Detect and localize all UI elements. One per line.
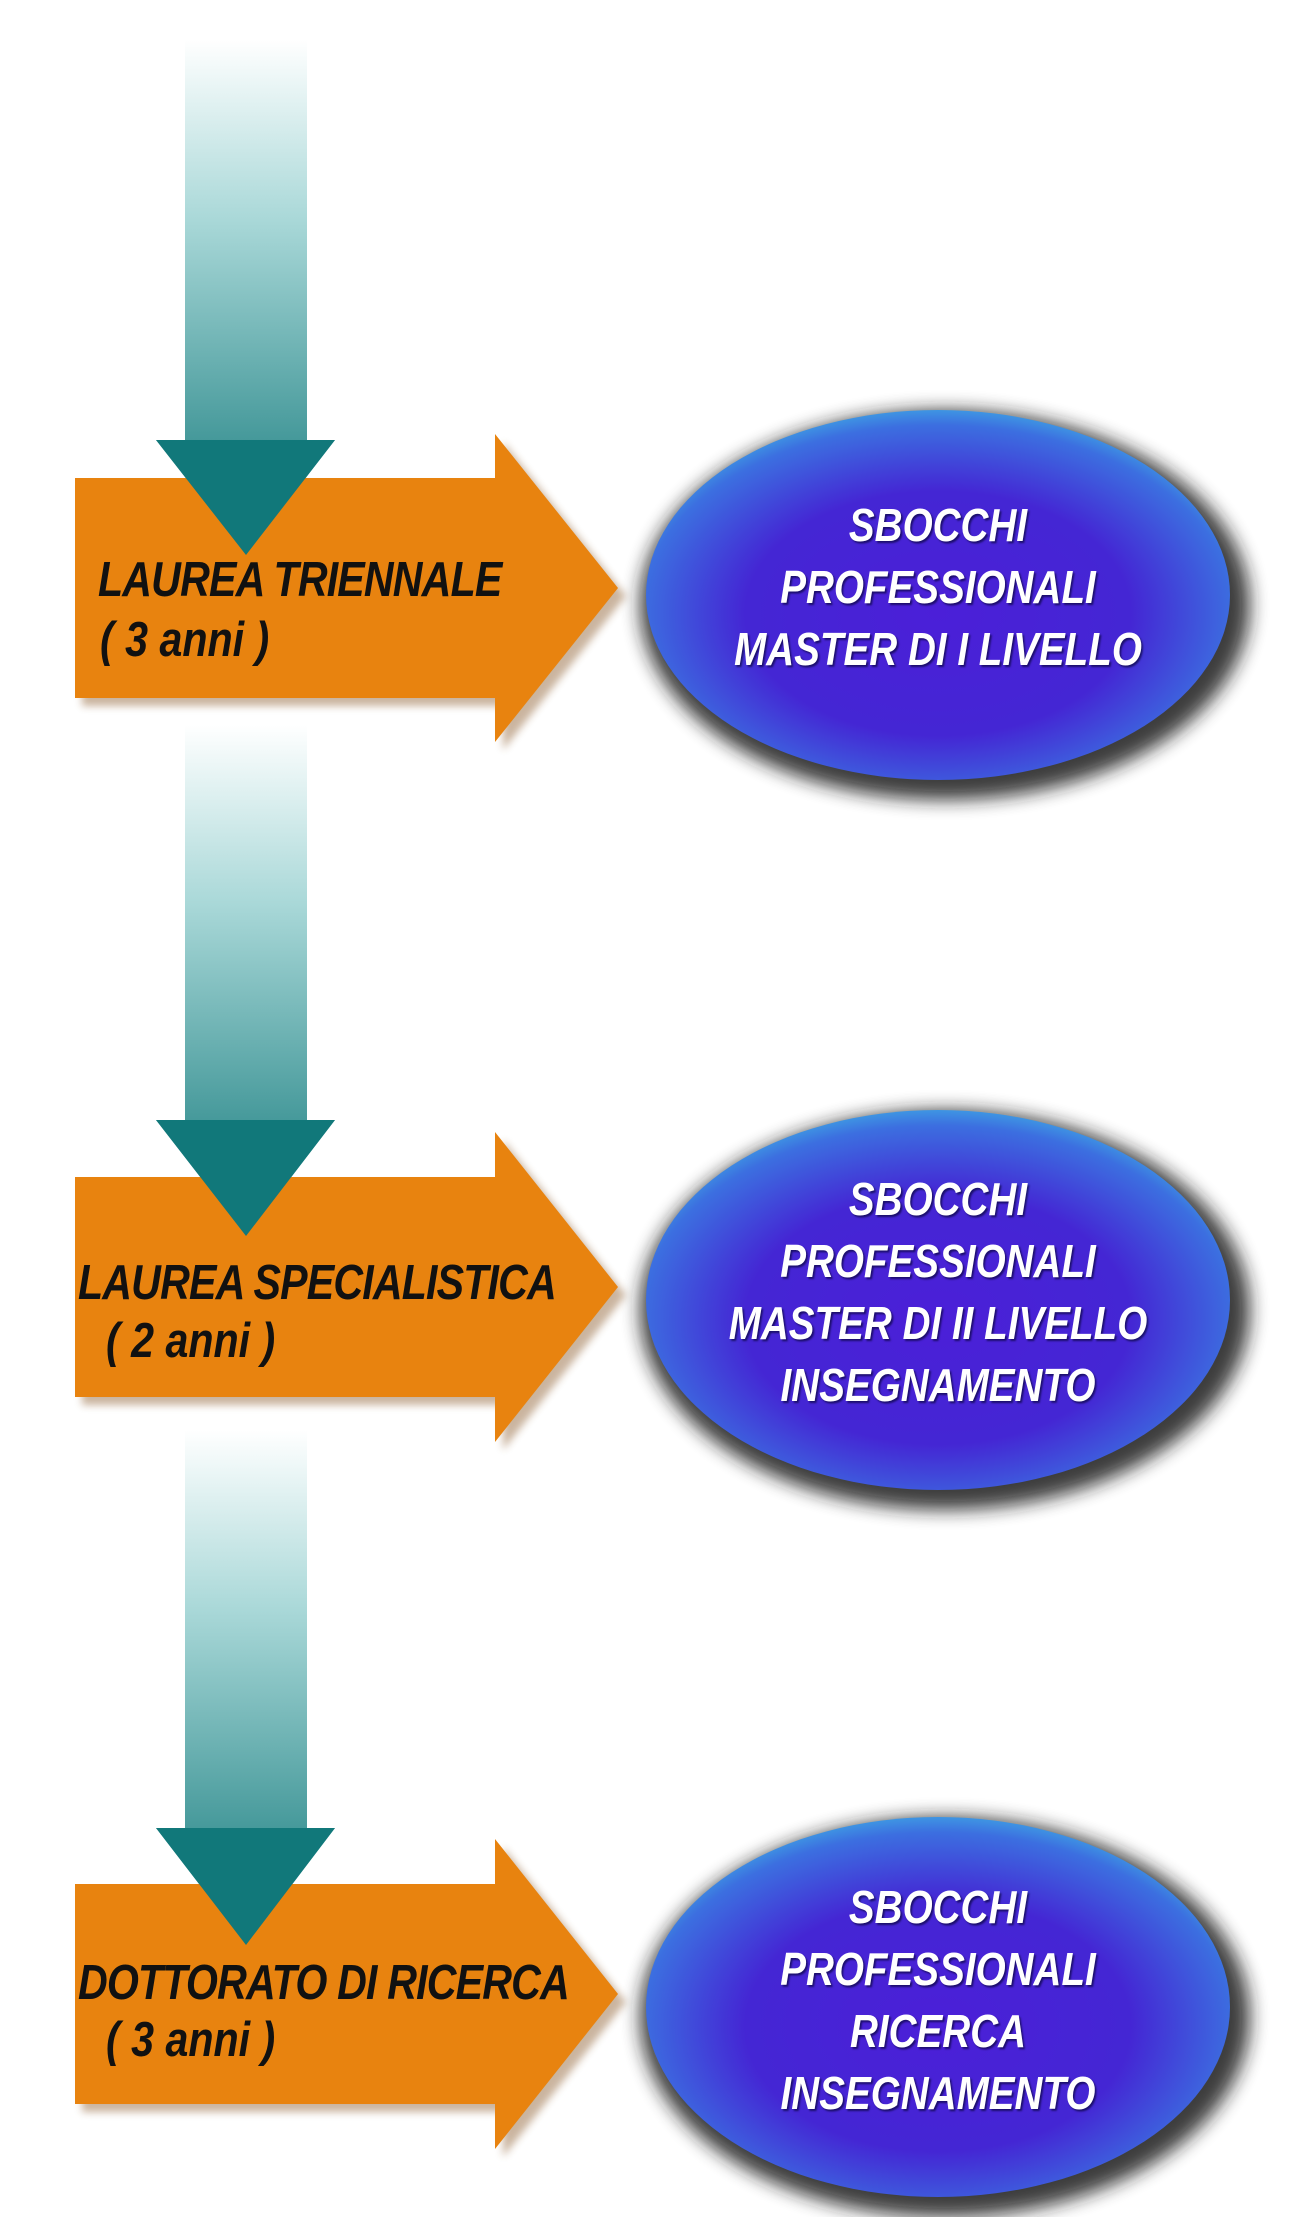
outcome-2-line-4: INSEGNAMENTO — [780, 1359, 1096, 1411]
outcome-oval-1 — [646, 410, 1230, 780]
outcome-3-text: SBOCCHI PROFESSIONALI RICERCA INSEGNAMEN… — [703, 1876, 1173, 2124]
step-1-group — [75, 40, 1250, 800]
step-arrow-2 — [75, 1132, 618, 1442]
outcome-2-line-3: MASTER DI II LIVELLO — [728, 1297, 1148, 1349]
outcome-1-line-1: SBOCCHI — [848, 499, 1028, 551]
step-3-title: DOTTORATO DI RICERCA — [78, 1956, 570, 2010]
outcome-3-line-4: INSEGNAMENTO — [780, 2067, 1096, 2119]
outcome-3-line-3: RICERCA — [849, 2005, 1027, 2057]
step-1-title: LAUREA TRIENNALE — [98, 553, 502, 607]
outcome-2-text: SBOCCHI PROFESSIONALI MASTER DI II LIVEL… — [703, 1168, 1173, 1416]
outcome-3-line-2: PROFESSIONALI — [780, 1943, 1096, 1995]
down-arrow-1-tip — [156, 440, 335, 555]
step-3-group — [75, 1430, 1250, 2217]
outcome-1-line-3: MASTER DI I LIVELLO — [734, 623, 1142, 675]
down-arrow-3 — [156, 1430, 335, 1945]
step-arrow-1 — [75, 434, 618, 742]
step-2-duration: ( 2 anni ) — [106, 1314, 276, 1368]
step-2-group — [75, 725, 1250, 1510]
outcome-oval-3 — [646, 1817, 1230, 2197]
outcome-2-line-1: SBOCCHI — [848, 1173, 1028, 1225]
outcome-oval-2 — [646, 1110, 1230, 1490]
outcome-1-text: SBOCCHI PROFESSIONALI MASTER DI I LIVELL… — [703, 494, 1173, 680]
step-1-duration: ( 3 anni ) — [100, 613, 270, 667]
down-arrow-2-tip — [156, 1120, 335, 1236]
down-arrow-2 — [156, 725, 335, 1236]
step-arrow-3 — [75, 1839, 618, 2149]
outcome-3-line-1: SBOCCHI — [848, 1881, 1028, 1933]
outcome-1-line-2: PROFESSIONALI — [780, 561, 1096, 613]
outcome-2-line-2: PROFESSIONALI — [780, 1235, 1096, 1287]
down-arrow-3-tip — [156, 1828, 335, 1945]
step-2-title: LAUREA SPECIALISTICA — [78, 1256, 557, 1310]
down-arrow-1 — [156, 40, 335, 555]
step-3-duration: ( 3 anni ) — [106, 2013, 276, 2067]
